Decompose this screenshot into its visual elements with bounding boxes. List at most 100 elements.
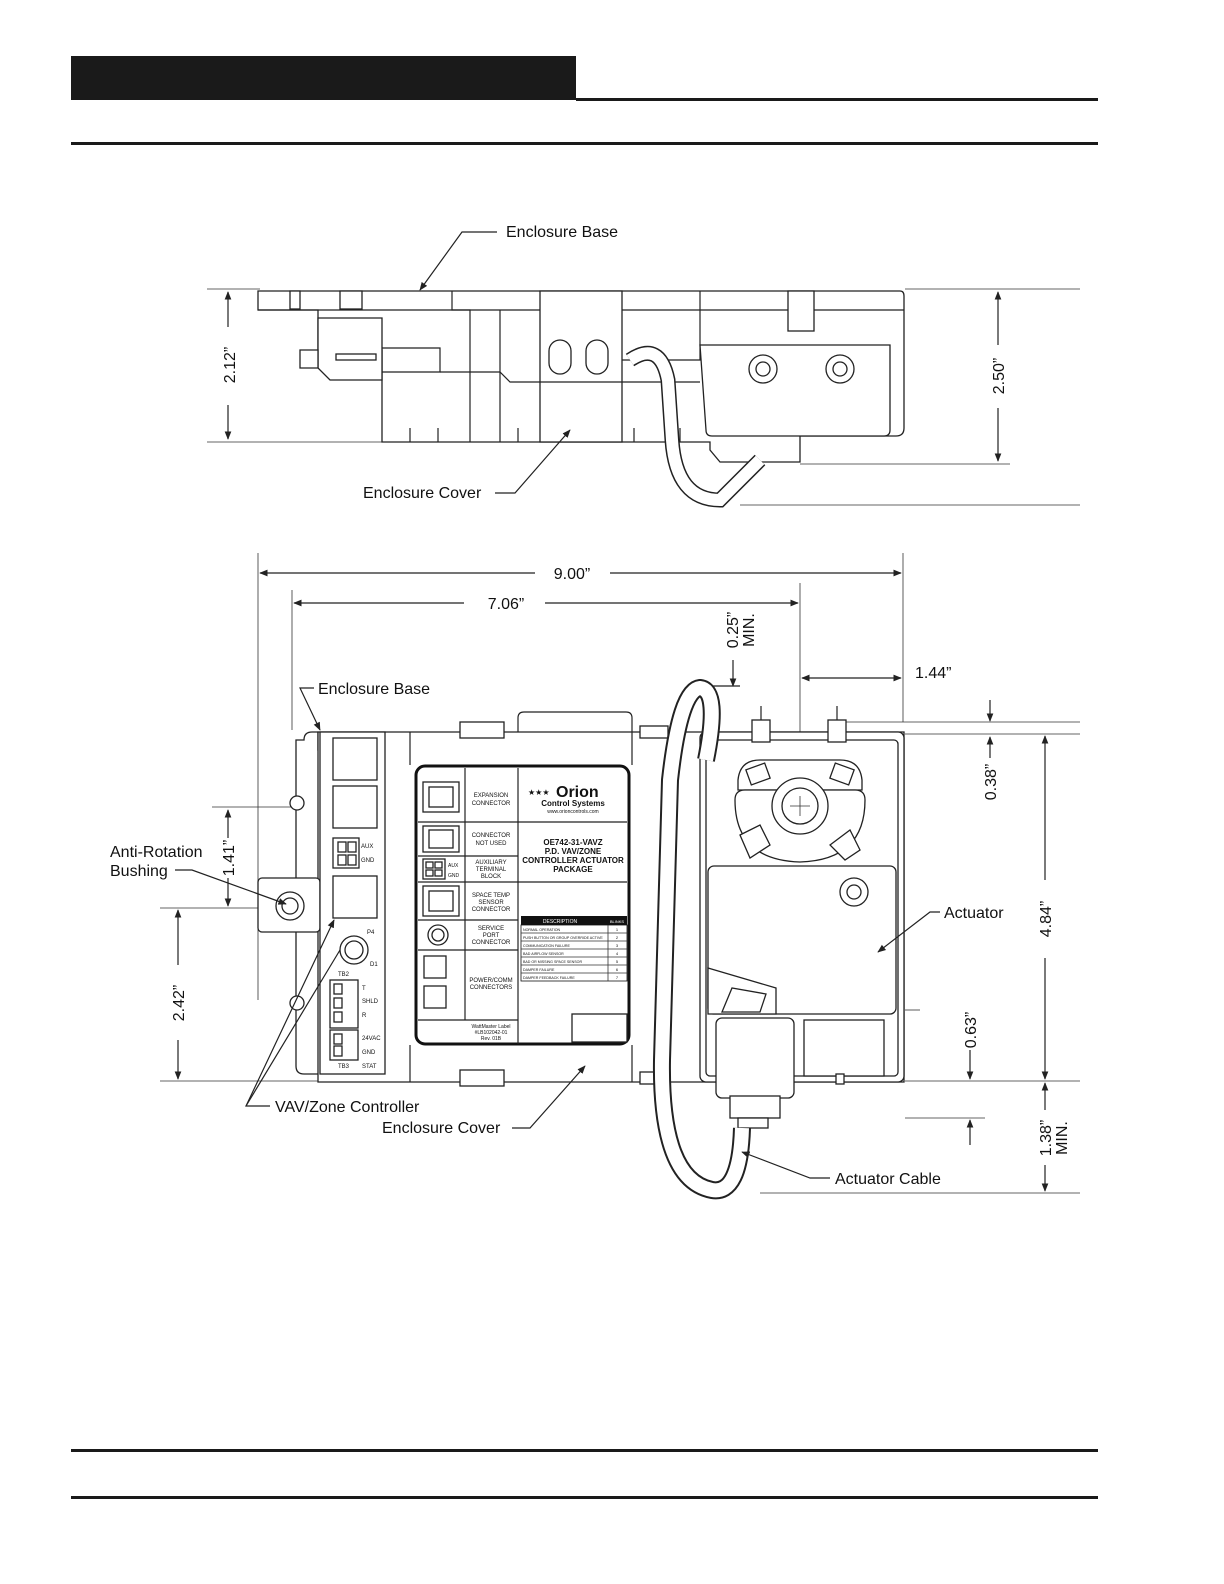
label-row-space-temp: SPACE TEMP SENSOR CONNECTOR [472, 893, 511, 913]
blink-row-count: 4 [616, 951, 619, 956]
footer-rule [71, 1449, 1098, 1452]
dim-bottom-clearance-note: MIN. [1054, 1121, 1071, 1155]
svg-text:TERMINAL: TERMINAL [476, 867, 507, 873]
label-footer: WattMaster Label #LB102042-01 Rev. 01B [472, 1024, 511, 1042]
rj-jack-2 [332, 785, 378, 829]
svg-text:CONNECTOR: CONNECTOR [472, 833, 511, 839]
blink-row-count: 2 [616, 935, 619, 940]
label-row-expansion: EXPANSION CONNECTOR [472, 793, 511, 807]
label-gnd-term: GND [448, 873, 460, 879]
blink-row-count: 1 [616, 927, 619, 932]
svg-text:POWER/COMM: POWER/COMM [469, 978, 512, 984]
svg-text:AUXILIARY: AUXILIARY [475, 860, 506, 866]
svg-text:Orion: Orion [556, 784, 599, 801]
board-gnd2-label: GND [362, 1050, 376, 1056]
label-row-aux-terminal: AUXILIARY TERMINAL BLOCK [475, 860, 506, 880]
blink-row-description: BAD OR MISSING SPACE SENSOR [523, 960, 582, 964]
blink-row-description: DAMPER FAILURE [523, 968, 555, 972]
dim-bushing-lower: 2.42” [171, 985, 188, 1021]
blink-row-description: PUSH BUTTON OR GROUP OVERRIDE ACTIVE [523, 936, 603, 940]
svg-text:EXPANSION: EXPANSION [474, 793, 509, 799]
svg-text:CONNECTOR: CONNECTOR [472, 907, 511, 913]
label-actuator-cable: Actuator Cable [835, 1171, 941, 1188]
dim-side-right: 2.50” [991, 358, 1008, 394]
model-block: OE742-31-VAVZ P.D. VAV/ZONE CONTROLLER A… [522, 838, 624, 874]
svg-text:OE742-31-VAVZ: OE742-31-VAVZ [543, 838, 602, 847]
dim-actuator-height: 4.84” [1038, 901, 1055, 937]
blink-row-count: 5 [616, 959, 619, 964]
header-bar [71, 56, 576, 100]
label-enclosure-cover-side: Enclosure Cover [363, 485, 482, 502]
label-enclosure-base-side: Enclosure Base [506, 224, 618, 241]
blink-row-count: 3 [616, 943, 619, 948]
board-r-label: R [362, 1013, 367, 1019]
label-row-power-comm: POWER/COMM CONNECTORS [469, 978, 512, 991]
svg-text:★★★: ★★★ [528, 788, 550, 797]
dim-cable-clearance-note: MIN. [741, 613, 758, 647]
svg-text:Control Systems: Control Systems [541, 799, 605, 808]
svg-text:SPACE TEMP: SPACE TEMP [472, 893, 510, 899]
dim-top-offset: 0.38” [983, 764, 1000, 800]
blink-code-table: DESCRIPTION BLINKS NORMAL OPERATION 1PUSH… [520, 916, 628, 982]
header-rule [576, 98, 1098, 101]
blink-row-count: 6 [616, 967, 619, 972]
dim-bushing-upper: 1.41” [221, 840, 238, 876]
dim-actuator-offset: 1.44” [915, 665, 951, 682]
svg-text:DESCRIPTION: DESCRIPTION [543, 919, 578, 925]
side-view: 2.12” 2.50” Enclosure Base Enclosure Cov… [207, 224, 1080, 508]
label-anti-rotation-1: Anti-Rotation [110, 844, 203, 861]
dim-bottom-offset: 0.63” [963, 1012, 980, 1048]
dim-overall-width: 9.00” [554, 566, 590, 583]
blink-row-count: 7 [616, 975, 619, 980]
label-row-not-used: CONNECTOR NOT USED [472, 833, 511, 847]
rj-jack-1 [332, 737, 378, 781]
board-gnd-label: GND [361, 858, 375, 864]
dim-actuator-center: 7.06” [488, 596, 524, 613]
svg-text:BLINKS: BLINKS [610, 919, 625, 924]
dim-side-left: 2.12” [222, 347, 239, 383]
blink-row-description: DAMPER FEEDBACK FAILURE [523, 976, 575, 980]
svg-text:CONNECTORS: CONNECTORS [470, 985, 513, 991]
svg-text:P.D. VAV/ZONE: P.D. VAV/ZONE [545, 847, 602, 856]
svg-text:PACKAGE: PACKAGE [553, 865, 593, 874]
board-24vac-label: 24VAC [362, 1036, 381, 1042]
label-anti-rotation-2: Bushing [110, 863, 168, 880]
board-stat-label: STAT [362, 1064, 377, 1070]
svg-text:CONNECTOR: CONNECTOR [472, 940, 511, 946]
svg-text:PORT: PORT [483, 933, 500, 939]
blink-row-description: COMMUNICATION FAILURE [523, 944, 570, 948]
label-aux-term: AUX [448, 863, 459, 869]
top-view: 9.00” 7.06” 0.25” MIN. 1.44” 0.38” 4.84”… [110, 553, 1080, 1200]
svg-text:Rev. 01B: Rev. 01B [481, 1036, 502, 1042]
label-vav-zone-controller: VAV/Zone Controller [275, 1099, 420, 1116]
dim-cable-clearance: 0.25” [725, 612, 742, 648]
blink-row-description: NORMAL OPERATION [523, 928, 561, 932]
svg-text:CONNECTOR: CONNECTOR [472, 801, 511, 807]
label-enclosure-base-top: Enclosure Base [318, 681, 430, 698]
svg-text:NOT USED: NOT USED [476, 841, 508, 847]
board-tb2-label: TB2 [338, 972, 350, 978]
svg-text:www.orioncontrols.com: www.orioncontrols.com [547, 809, 598, 815]
svg-text:WattMaster Label: WattMaster Label [472, 1024, 511, 1030]
footer-rule [71, 1496, 1098, 1499]
svg-text:BLOCK: BLOCK [481, 874, 501, 880]
orion-logo: ★★★ Orion Control Systems www.orioncontr… [528, 784, 605, 815]
board-d1-label: D1 [370, 962, 378, 968]
svg-text:#LB102042-01: #LB102042-01 [475, 1030, 508, 1036]
svg-text:SENSOR: SENSOR [478, 900, 504, 906]
board-aux-label: AUX [361, 844, 373, 850]
dim-bottom-clearance: 1.38” [1038, 1120, 1055, 1156]
board-p4-label: P4 [367, 930, 375, 936]
svg-text:CONTROLLER ACTUATOR: CONTROLLER ACTUATOR [522, 856, 624, 865]
blink-row-description: BAD AIRFLOW SENSOR [523, 952, 564, 956]
top-rule [71, 142, 1098, 145]
label-row-service-port: SERVICE PORT CONNECTOR [472, 926, 511, 946]
label-enclosure-cover-top: Enclosure Cover [382, 1120, 501, 1137]
label-actuator: Actuator [944, 905, 1004, 922]
rj-jack-3 [332, 875, 378, 919]
board-tb3-label: TB3 [338, 1064, 350, 1070]
board-shld-label: SHLD [362, 999, 379, 1005]
board-t-label: T [362, 986, 366, 992]
svg-text:SERVICE: SERVICE [478, 926, 504, 932]
